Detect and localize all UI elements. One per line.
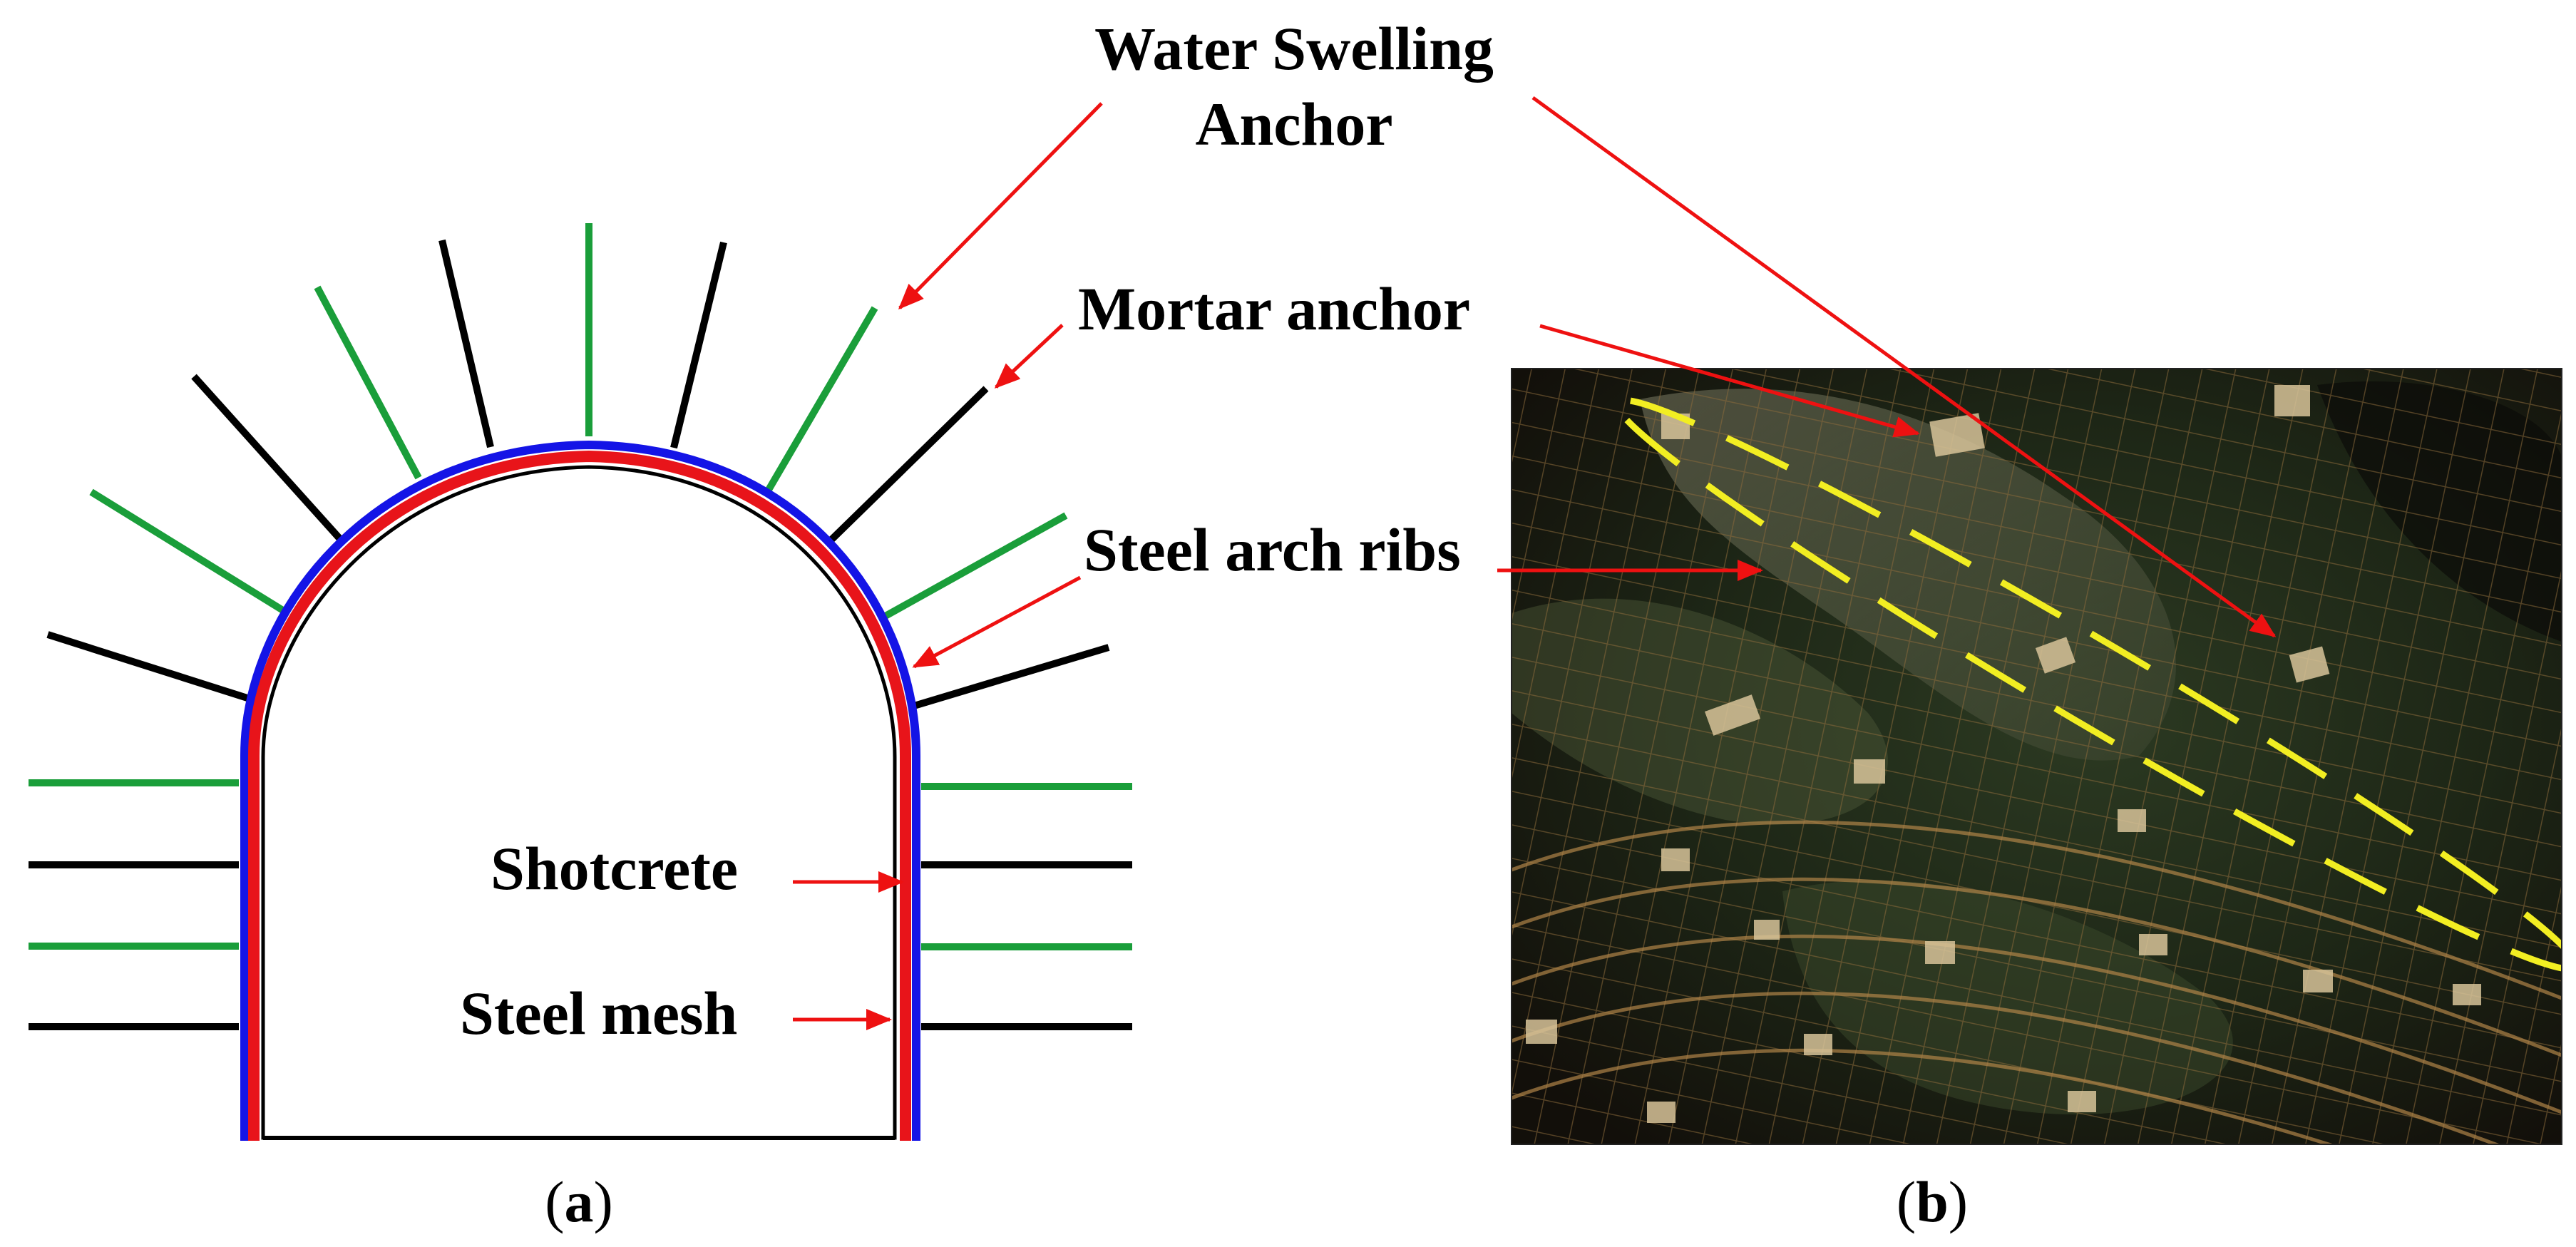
water-swelling-anchor	[314, 285, 422, 480]
panel-a-diagram	[29, 223, 1132, 1141]
steel-mesh-texture	[1512, 369, 2562, 1144]
caption-b: (b)	[1897, 1169, 1968, 1234]
steel-mesh-layer	[261, 465, 897, 1140]
steel-arch-ribs-photo	[1512, 820, 2562, 1144]
mortar-anchor	[670, 241, 727, 449]
label-mortar-anchor: Mortar anchor	[1078, 274, 1470, 343]
caption-a: (a)	[545, 1169, 613, 1234]
anchor-bolts	[29, 223, 1132, 1030]
mortar-anchor-arrow-left	[994, 324, 1064, 389]
mortar-anchor	[913, 644, 1110, 709]
label-water-swelling-line2: Anchor	[1195, 90, 1392, 158]
mortar-anchor	[46, 631, 251, 702]
mortar-anchor	[438, 239, 494, 448]
highlight-ellipse	[1613, 396, 2562, 973]
label-steel-arch-ribs: Steel arch ribs	[1084, 515, 1461, 584]
photo-frame	[1511, 368, 2562, 1145]
water-swelling-anchor	[765, 306, 878, 492]
label-water-swelling-line1: Water Swelling	[1094, 14, 1494, 83]
label-steel-mesh: Steel mesh	[460, 979, 737, 1047]
mortar-anchor	[826, 386, 989, 545]
anchor-plates	[1526, 385, 2481, 1123]
water-swelling-arrow-right	[1531, 96, 2277, 638]
mortar-anchor	[191, 374, 343, 542]
label-shotcrete: Shotcrete	[491, 834, 738, 903]
caption-a-letter: a	[565, 1169, 594, 1234]
shotcrete-layer	[240, 440, 920, 1141]
water-swelling-anchor	[89, 488, 287, 615]
mortar-anchor-arrow-right	[1539, 324, 1920, 438]
steel-arch-ribs-arrow-left	[912, 575, 1082, 669]
panel-b-photo	[1512, 369, 2562, 1144]
steel-arch-rib	[248, 450, 911, 1141]
water-swelling-anchor	[882, 512, 1068, 620]
water-swelling-arrow-left	[898, 102, 1103, 310]
annotation-arrows	[793, 96, 2277, 1030]
caption-b-letter: b	[1916, 1169, 1949, 1234]
